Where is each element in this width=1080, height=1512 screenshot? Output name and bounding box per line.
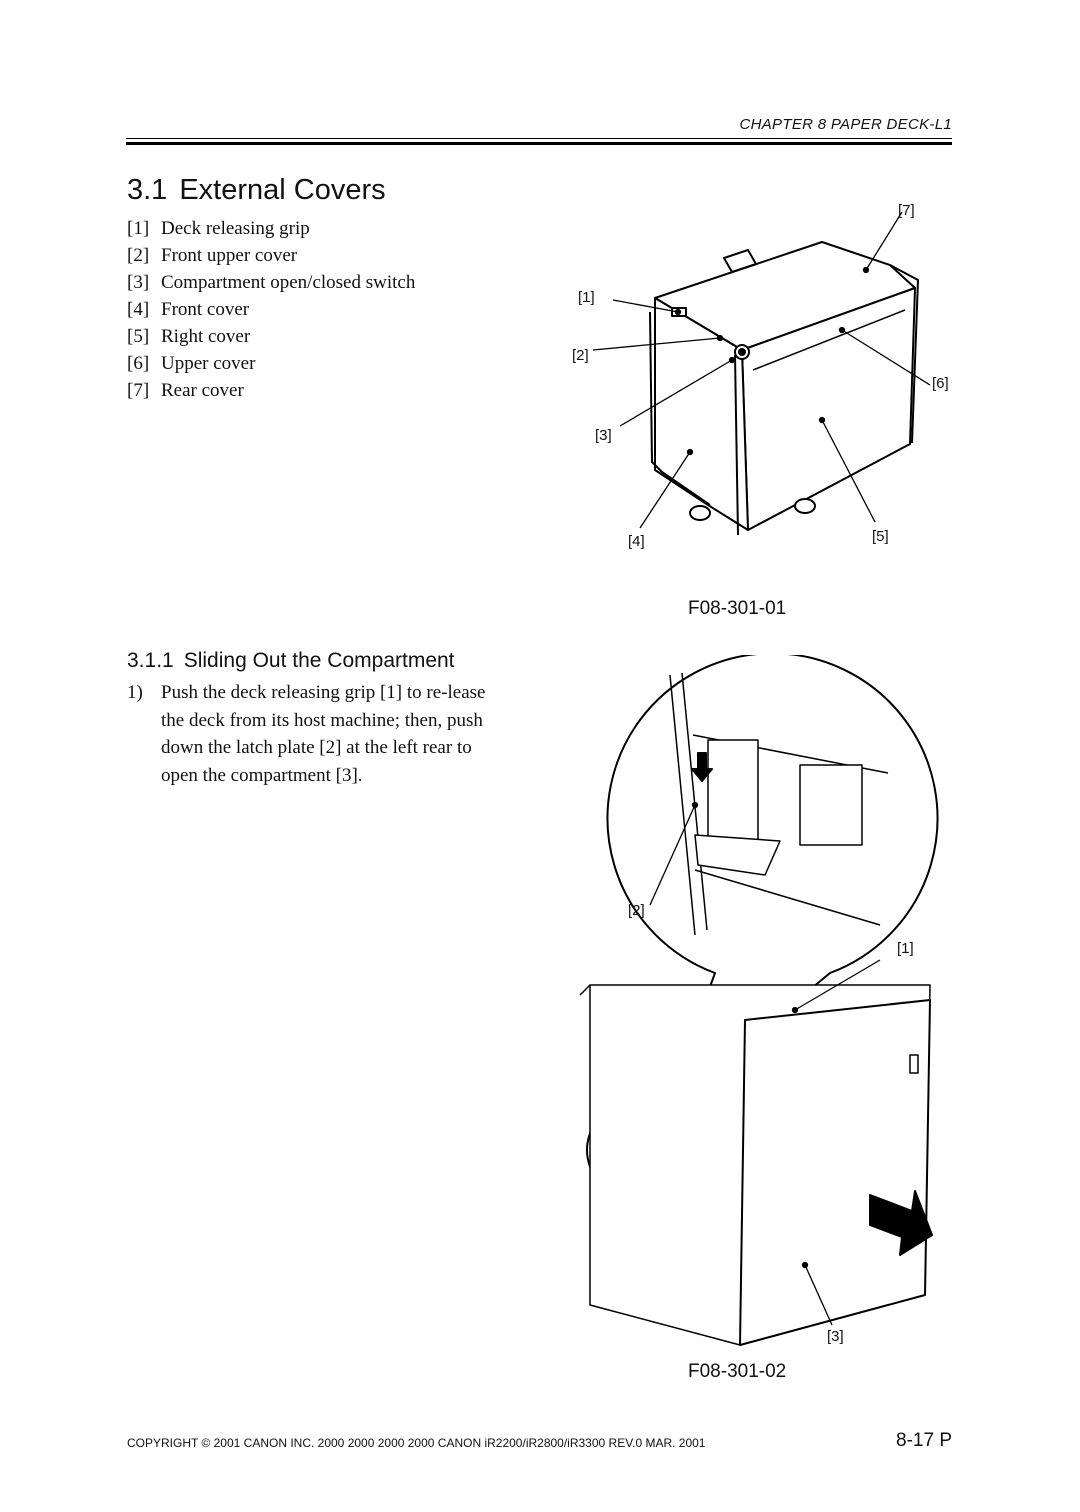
subsection-title-text: Sliding Out the Compartment — [183, 649, 455, 672]
list-item: [6]Upper cover — [127, 353, 256, 374]
callout-5: [5] — [872, 528, 889, 545]
callout-3: [3] — [595, 427, 612, 444]
callout-2: [2] — [572, 347, 589, 364]
callout-4: [4] — [628, 533, 645, 550]
figure-caption: F08-301-01 — [688, 598, 787, 619]
header-rule-thick — [126, 142, 952, 145]
callout-1: [1] — [578, 289, 595, 306]
list-item: [1]Deck releasing grip — [127, 218, 310, 239]
figure-sliding-compartment: [2] [1] [3] — [579, 655, 939, 1346]
section-title-text: External Covers — [179, 174, 386, 206]
header-rule — [126, 138, 952, 139]
list-item: [7]Rear cover — [127, 380, 244, 401]
callout-3: [3] — [827, 1328, 844, 1345]
chapter-header: CHAPTER 8 PAPER DECK-L1 — [739, 116, 952, 133]
section-number: 3.1 — [127, 174, 168, 206]
step-1: 1) Push the deck releasing grip [1] to r… — [127, 679, 497, 789]
figure-external-covers: [7] [1] [2] [6] [3] [4] [5] — [572, 202, 949, 550]
list-item: [3]Compartment open/closed switch — [127, 272, 416, 293]
callout-1: [1] — [897, 940, 914, 957]
figure-caption: F08-301-02 — [688, 1361, 787, 1382]
page-number: 8-17 P — [896, 1430, 952, 1451]
list-item: [5]Right cover — [127, 326, 251, 347]
parts-list: [1]Deck releasing grip [2]Front upper co… — [127, 215, 415, 404]
footer-copyright: COPYRIGHT © 2001 CANON INC. 2000 2000 20… — [127, 1436, 706, 1450]
subsection-number: 3.1.1 — [127, 649, 174, 672]
step-number: 1) — [127, 682, 143, 703]
callout-7: [7] — [898, 202, 915, 219]
list-item: [4]Front cover — [127, 299, 250, 320]
subsection-title: 3.1.1 Sliding Out the Compartment — [127, 649, 455, 673]
list-item: [2]Front upper cover — [127, 245, 298, 266]
callout-6: [6] — [932, 375, 949, 392]
step-text: Push the deck releasing grip [1] to re-l… — [161, 682, 486, 786]
section-title: 3.1 External Covers — [127, 174, 386, 207]
callout-2: [2] — [628, 902, 645, 919]
